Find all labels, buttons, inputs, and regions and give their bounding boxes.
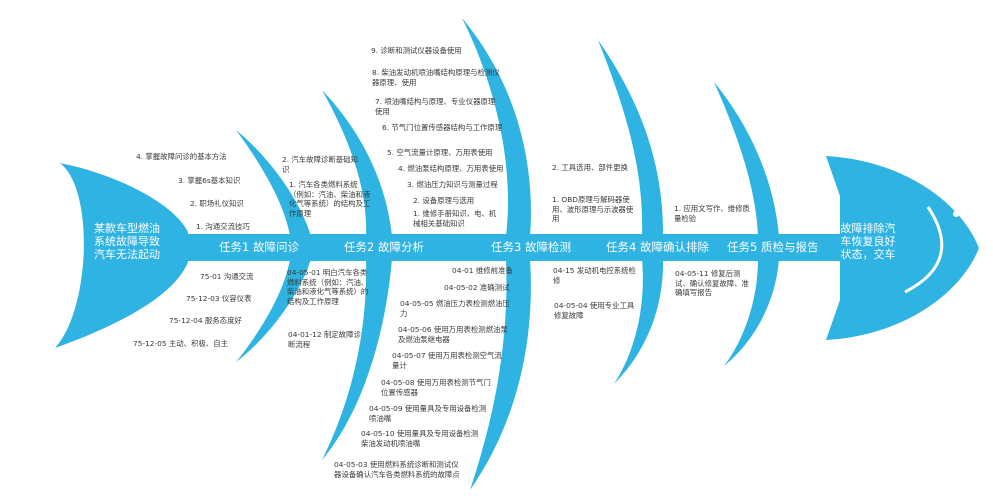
task-3-label: 任务3 故障检测 (491, 240, 571, 254)
task3-lower-4: 04-05-06 使用万用表检测燃油泵及燃油泵继电器 (398, 325, 508, 344)
fish-mouth (904, 206, 944, 294)
task3-lower-1: 04-01 维修前准备 (452, 266, 513, 275)
task3-lower-2: 04-05-02 准确测试 (444, 283, 510, 292)
fish-tail (55, 163, 188, 348)
task2-upper-9: 9. 诊断和测试仪器设备使用 (371, 46, 462, 55)
rib-lower-4 (614, 259, 664, 384)
task-2-label: 任务2 故障分析 (344, 240, 424, 254)
task2-upper-7: 7. 喷油嘴结构与原理、专业仪器原理使用 (375, 97, 496, 116)
task2-upper-8: 8. 柴油发动机喷油嘴结构原理与检测仪器原理、使用 (372, 68, 500, 87)
tail-lower-2: 75-12-03 仪容仪表 (186, 294, 252, 303)
tail-lower-1: 75-01 沟通交流 (200, 272, 254, 281)
task1-lower-2: 04-01-12 制定故障诊断流程 (288, 330, 361, 349)
task3-lower-6: 04-05-08 使用万用表检测节气门位置传感器 (381, 378, 491, 397)
task2-upper-2: 2. 设备原理与选用 (413, 196, 475, 205)
tail-lower-3: 75-12-04 服务态度好 (169, 316, 242, 325)
rib-upper-1 (236, 130, 311, 236)
task-5-label: 任务5 质检与报告 (727, 240, 819, 254)
goal-box: 故障排除汽车恢复良好状态，交车 (840, 222, 896, 261)
tail-upper-4: 1. 沟通交流技巧 (196, 222, 250, 231)
task3-lower-5: 04-05-07 使用万用表检测空气流量计 (392, 351, 502, 370)
task1-upper-2: 1. 汽车各类燃料系统（例如：汽油、柴油和液化气等系统）的结构及工作原理 (289, 180, 371, 218)
tail-upper-3: 2. 职场礼仪知识 (190, 199, 244, 208)
task4-upper-2: 1. OBD原理与解码器使用、波形原理与示波器使用 (552, 195, 634, 224)
task1-upper-1: 2. 汽车故障诊断基础知识 (282, 155, 358, 174)
task2-upper-4: 4. 燃油泵结构原理、万用表使用 (398, 164, 504, 173)
task2-upper-1: 1. 维修手册知识、电、机械相关基础知识 (413, 209, 497, 228)
rib-lower-3 (470, 259, 531, 490)
task5-lower-1: 04-05-11 修复后测试、确认修复故障、准确填写报告 (675, 269, 749, 298)
task4-lower-2: 04-05-04 使用专业工具修复故障 (554, 301, 635, 320)
fish-eye (953, 211, 959, 217)
tail-upper-2: 3. 掌握6s基本知识 (178, 176, 241, 185)
task5-upper-1: 1. 应用文写作、维修质量检验 (674, 204, 750, 223)
task3-lower-7: 04-05-09 使用量具及专用设备检测喷油嘴 (369, 404, 487, 423)
rib-upper-3 (462, 18, 531, 236)
rib-upper-4 (598, 40, 664, 236)
rib-lower-5 (724, 259, 779, 366)
task3-lower-8: 04-05-10 使用量具及专用设备检测柴油发动机喷油嘴 (361, 429, 479, 448)
problem-box: 某款车型燃油系统故障导致汽车无法起动 (94, 222, 160, 261)
fish-spine (186, 234, 841, 261)
task4-upper-1: 2. 工具选用、部件更换 (552, 163, 628, 172)
task-1-label: 任务1 故障问诊 (219, 240, 299, 254)
task-4-label: 任务4 故障确认排除 (606, 240, 709, 254)
tail-lower-4: 75-12-05 主动、积极、自主 (133, 339, 229, 348)
rib-upper-5 (714, 82, 779, 236)
task2-upper-5: 5. 空气流量计原理、万用表使用 (387, 148, 493, 157)
task1-lower-1: 04-05-01 明白汽车各类燃料系统（例如：汽油、柴油和液化气等系统）的结构及… (287, 268, 369, 306)
rib-lower-1 (236, 259, 311, 362)
task2-upper-6: 6. 节气门位置传感器结构与工作原理 (382, 123, 503, 132)
tail-upper-1: 4. 掌握故障问诊的基本方法 (136, 152, 227, 161)
task3-lower-3: 04-05-05 燃油压力表检测燃油压力 (400, 299, 510, 318)
rib-upper-2 (322, 90, 392, 236)
task3-lower-9: 04-05-03 使用燃料系统诊断和测试仪器设备确认汽车各类燃料系统的故障点 (334, 460, 460, 479)
task4-lower-1: 04-15 发动机电控系统检修 (553, 266, 636, 285)
task2-upper-3: 3. 燃油压力知识与测量过程 (407, 180, 498, 189)
rib-lower-2 (322, 259, 392, 460)
fish-head (826, 156, 979, 340)
